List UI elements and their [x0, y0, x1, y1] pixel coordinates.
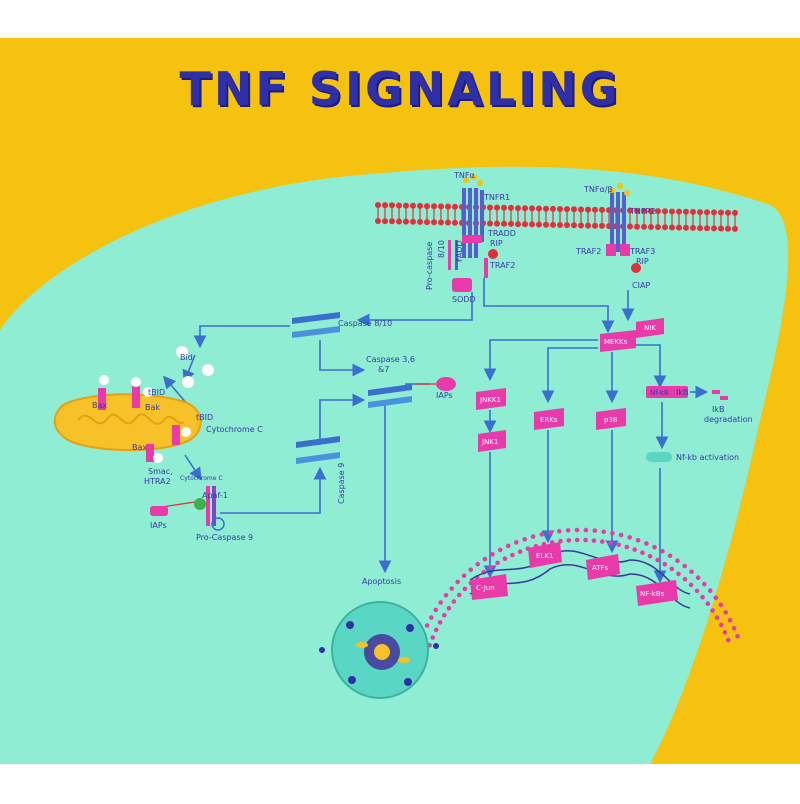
label-atfs: ATFs — [592, 564, 609, 572]
label-bak: Bak — [145, 403, 160, 412]
label-tbid-1: tBID — [148, 388, 165, 397]
label-caspase-9: Caspase 9 — [337, 463, 346, 504]
label-pro-caspase: Pro-caspase — [425, 242, 434, 290]
label-ikb: IkB — [676, 388, 688, 397]
label-pro-caspase-9: Pro-Caspase 9 — [196, 533, 253, 542]
cell-body — [0, 166, 789, 764]
label-bid: Bid — [180, 353, 193, 362]
label-mekks: MEKKs — [604, 338, 628, 346]
label-ikb-degradation-2: degradation — [704, 415, 753, 424]
label-erks: ERKs — [540, 416, 558, 424]
label-tnfab: TNFα/β — [583, 185, 613, 194]
page-title: TNF SIGNALING — [179, 62, 621, 116]
label-sodd: SODD — [452, 295, 476, 304]
label-cytochrome-c: Cytochrome C — [206, 425, 263, 434]
label-iaps-left: IAPs — [150, 521, 167, 530]
connectors — [162, 278, 709, 584]
label-tradd: TRADD — [487, 229, 516, 238]
label-smac: Smac, — [148, 467, 173, 476]
apoptosome — [194, 486, 225, 531]
bax-bak-channels — [98, 346, 214, 463]
plasma-membrane — [375, 202, 738, 232]
nucleus-envelope — [418, 527, 740, 648]
label-elk1: ELK1 — [536, 552, 553, 560]
label-htra2: HTRA2 — [144, 477, 171, 486]
label-bax-2: Bax — [132, 443, 147, 452]
label-caspase-810-small: 8/10 — [437, 240, 446, 258]
tnfr2-receptor — [606, 183, 641, 273]
label-cjun: C-Jun — [476, 584, 495, 592]
label-caspase-36: Caspase 3,6 — [366, 355, 415, 364]
iaps-left-shape — [150, 506, 168, 516]
label-caspase-36-b: &7 — [378, 365, 389, 374]
label-caspase-810: Caspase 8/10 — [338, 319, 392, 328]
label-apaf1: Apaf-1 — [202, 491, 228, 500]
label-jnkk1: JNKK1 — [479, 396, 501, 404]
label-nik: NIK — [644, 324, 656, 332]
label-tnfr1: TNFR1 — [483, 193, 510, 202]
label-cytochrome-c-small: Cytochrome C — [180, 475, 223, 482]
label-jnk1: JNK1 — [481, 438, 498, 446]
label-ikb-degradation-1: IkB — [712, 405, 724, 414]
label-tbid-2: tBID — [196, 413, 213, 422]
label-traf3: TRAF3 — [629, 247, 655, 256]
iaps-right-shape — [436, 377, 456, 391]
caspase-810-bars — [292, 312, 340, 338]
label-tnfa: TNFα — [453, 171, 475, 180]
label-bax-1: Bax — [92, 401, 107, 410]
apoptotic-cell — [319, 601, 439, 699]
rip-dot-2 — [631, 263, 641, 273]
label-rip-1: RIP — [490, 239, 503, 248]
label-nfkb: Nf-kB — [650, 389, 669, 397]
label-iaps-right: IAPs — [436, 391, 453, 400]
caspase-9-bars — [296, 436, 340, 464]
tnfr1-receptor — [462, 174, 498, 278]
rip-dot-1 — [488, 249, 498, 259]
caspase-36-bars — [368, 384, 412, 408]
transcription-factors — [470, 542, 678, 606]
kinase-shapes — [476, 318, 728, 462]
label-nfkb-activation: Nf-kb activation — [676, 453, 739, 462]
label-nfkbs: NF-kBs — [640, 590, 665, 598]
label-rip-2: RIP — [636, 257, 649, 266]
label-fadd: FADD — [455, 240, 464, 262]
label-traf2-left: TRAF2 — [489, 261, 515, 270]
label-tnfr2: TNFR2 — [629, 207, 656, 216]
pro-caspase-stack — [448, 240, 458, 270]
mitochondrion — [53, 393, 202, 452]
label-traf2-right: TRAF2 — [575, 247, 601, 256]
label-p38: p38 — [604, 416, 617, 424]
label-ciap: CIAP — [632, 281, 650, 290]
label-apoptosis: Apoptosis — [362, 577, 401, 586]
sodd-box — [452, 278, 472, 292]
